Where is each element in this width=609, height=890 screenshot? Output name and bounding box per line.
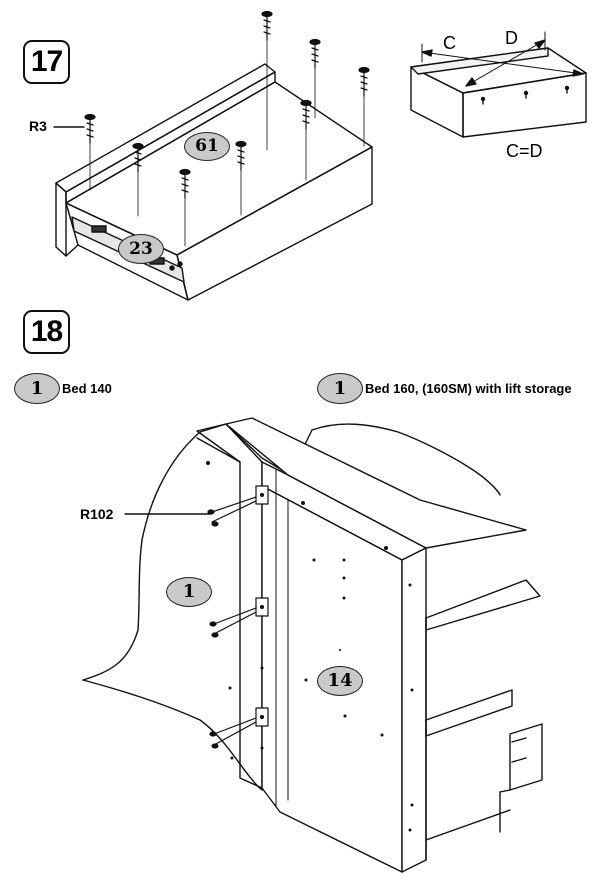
bed-rail-post <box>196 423 263 789</box>
inset-front-panel <box>410 47 549 75</box>
part-oval-23: 23 <box>118 234 164 264</box>
screw-icon <box>209 621 219 638</box>
variant-part-oval: 1 <box>14 373 60 404</box>
step-number-17: 17 <box>23 40 70 84</box>
screw-icon <box>207 509 219 527</box>
screw-icon <box>358 66 370 147</box>
front-panel-top <box>55 63 276 193</box>
top-board <box>225 417 527 549</box>
shelf-lower <box>425 689 513 737</box>
screw-icon <box>261 10 273 151</box>
screw-icon <box>179 168 191 247</box>
bed-side-outline-bottom <box>82 679 263 791</box>
panel-14-edge <box>401 547 427 873</box>
drawer-side-face <box>176 146 373 301</box>
bed-assembly-drawing <box>82 417 543 873</box>
screw-hole <box>177 261 183 267</box>
screw-hole <box>169 265 175 271</box>
part-callout-r102: R102 <box>80 506 114 522</box>
screw-icon <box>300 99 312 181</box>
step-number-18: 18 <box>23 310 70 354</box>
slide-clip <box>91 225 107 233</box>
front-panel-face <box>65 71 276 204</box>
brackets-step18 <box>207 485 269 749</box>
part-oval-61: 61 <box>184 132 230 161</box>
shelf-upper <box>425 579 541 631</box>
screw-icon <box>84 113 96 191</box>
part-oval-1: 1 <box>166 577 212 607</box>
drawer-front <box>509 723 543 791</box>
inset-box-front <box>462 72 587 138</box>
dimension-line-d <box>465 39 546 87</box>
screw-icon <box>132 142 144 217</box>
screw-icon <box>309 38 321 119</box>
drawer-assembly-drawing <box>55 63 373 301</box>
bed-side-outline <box>82 423 501 681</box>
variant-label-bed-140: Bed 140 <box>62 381 112 396</box>
dimension-label-c: C <box>443 33 456 53</box>
front-panel-end <box>55 182 67 257</box>
screw-icon <box>235 140 247 216</box>
drawer-edge <box>65 244 79 257</box>
variant-part-oval: 1 <box>317 373 363 404</box>
panel-14-holes <box>206 461 414 832</box>
screws-step17 <box>84 10 370 247</box>
dimension-label-d: D <box>505 28 518 48</box>
dimension-line-c <box>421 51 584 75</box>
diagonal-equation: C=D <box>506 141 543 161</box>
part-oval-14: 14 <box>317 666 363 696</box>
diagonal-check-inset <box>410 31 587 138</box>
inset-box-side <box>410 66 464 138</box>
screw-icon <box>209 731 219 749</box>
drawer-top-panel <box>65 81 373 256</box>
variant-label-bed-160: Bed 160, (160SM) with lift storage <box>365 381 572 396</box>
part-callout-r3: R3 <box>29 118 47 134</box>
